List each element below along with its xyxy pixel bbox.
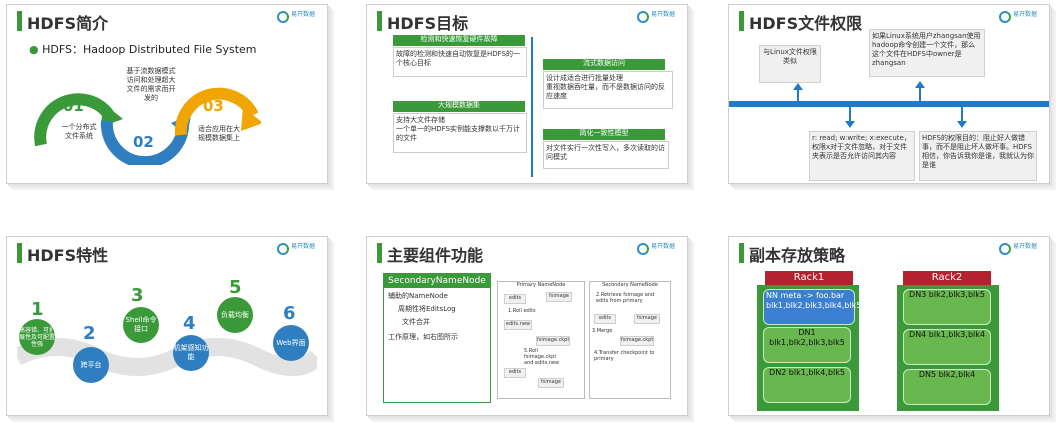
- file-box: edits: [594, 314, 616, 324]
- title-accent: [739, 11, 744, 31]
- wave-band: [17, 338, 317, 376]
- step-number: 02: [133, 133, 154, 151]
- feature-number: 4: [183, 313, 196, 334]
- slide-hdfs-goals[interactable]: HDFS目标 易开数据 检测和快速恢复硬件故障 故障的检测和快速自动恢复是HDF…: [366, 4, 688, 184]
- arrow-up-icon: [915, 81, 925, 88]
- logo: 易开数据: [999, 11, 1041, 25]
- goal-list: 设计成适合进行批量处理 重视数据吞吐量，而不是数据访问的反应速度: [543, 71, 673, 109]
- snn-panel: SecondaryNameNode 辅助的NameNode 周期性将EditsL…: [383, 273, 491, 403]
- slide-hdfs-intro[interactable]: HDFS简介 易开数据 ● HDFS：Hadoop Distributed Fi…: [6, 4, 328, 184]
- feature-circle: 机架感知功能: [173, 335, 209, 371]
- title-accent: [377, 243, 382, 263]
- step-text: 一个分布式文件系统: [61, 123, 97, 140]
- step-text: 适合应用在大规模数据集上: [198, 125, 240, 142]
- file-box: fsimage.ckpt: [536, 336, 570, 346]
- step-label: 5.Roll fsimage.ckpt and edits.new: [524, 348, 560, 366]
- logo: 易开数据: [277, 243, 319, 257]
- slide-replica-placement[interactable]: 副本存放策略 易开数据 Rack1 NN meta -> foo.bar blk…: [728, 236, 1050, 416]
- feature-circle: 跨平台: [73, 347, 109, 383]
- rack-label: Rack1: [765, 271, 853, 285]
- title-accent: [377, 11, 382, 31]
- primary-namenode: Primary NameNode edits fsimage 1.Roll ed…: [497, 281, 585, 399]
- slide-title: HDFS特性: [27, 246, 109, 265]
- goal-header: 大规模数据集: [393, 101, 525, 112]
- step-label: 3.Merge: [592, 328, 613, 334]
- goal-text: 故障的检测和快速自动恢复是HDFS的一个核心目标: [393, 47, 527, 77]
- datanode: DN1 blk1,blk2,blk3,blk5: [763, 327, 851, 363]
- feature-circle: 负载均衡: [217, 297, 253, 333]
- feature-number: 2: [83, 323, 96, 344]
- goal-header: 简化一致性模型: [543, 129, 665, 140]
- feature-number: 3: [131, 285, 144, 306]
- slide-title: HDFS目标: [387, 14, 469, 33]
- logo-icon: [277, 11, 289, 23]
- slide-title: 副本存放策略: [749, 246, 846, 265]
- file-box: edits: [504, 294, 526, 304]
- slide-components[interactable]: 主要组件功能 易开数据 SecondaryNameNode 辅助的NameNod…: [366, 236, 688, 416]
- logo: 易开数据: [637, 11, 679, 25]
- subtitle: ● HDFS：Hadoop Distributed File System: [29, 43, 257, 56]
- logo-icon: [277, 243, 289, 255]
- permission-note: r: read; w:write; x:execute，权限x对于文件忽略，对于…: [809, 131, 915, 181]
- logo-icon: [999, 11, 1011, 23]
- file-box: fsimage: [634, 314, 660, 324]
- namenode-meta: NN meta -> foo.bar blk1,blk2,blk3,blk4,b…: [763, 289, 861, 325]
- title-accent: [739, 243, 744, 263]
- secondary-namenode: Secondary NameNode 2.Retrieve fsimage an…: [589, 281, 671, 399]
- timeline: [531, 37, 533, 177]
- feature-number: 1: [31, 299, 44, 320]
- title-accent: [17, 11, 22, 31]
- feature-circle: Web界面: [273, 325, 309, 361]
- slide-hdfs-permissions[interactable]: HDFS文件权限 易开数据 与Linux文件权限类似 如果Linux系统用户zh…: [728, 4, 1050, 184]
- permission-note: 如果Linux系统用户zhangsan使用hadoop命令创建一个文件，那么这个…: [869, 29, 985, 77]
- step-label: 2.Retrieve fsimage and edits from primar…: [596, 292, 655, 304]
- datanode: DN5 blk2,blk4: [903, 369, 991, 405]
- goal-list: 支持大文件存储 一个单一的HDFS实例能支撑数以千万计的文件: [393, 113, 527, 153]
- goal-header: 检测和快速恢复硬件故障: [393, 35, 525, 46]
- datanode: DN4 blk1,blk3,blk4: [903, 329, 991, 365]
- logo-icon: [637, 243, 649, 255]
- rack-label: Rack2: [903, 271, 991, 285]
- timeline-bar: [729, 101, 1049, 107]
- feature-circle: 高容错、可扩展性及可配置性强: [19, 319, 55, 355]
- step-number: 03: [203, 97, 224, 115]
- arrow-down-icon: [957, 121, 967, 128]
- logo-icon: [999, 243, 1011, 255]
- file-box: fsimage: [538, 378, 564, 388]
- arrow-up-icon: [793, 83, 803, 90]
- permission-note: 与Linux文件权限类似: [759, 45, 821, 83]
- logo: 易开数据: [277, 11, 319, 25]
- logo: 易开数据: [637, 243, 679, 257]
- logo-icon: [637, 11, 649, 23]
- step-label: 1.Roll edits: [508, 308, 536, 314]
- slide-hdfs-features[interactable]: HDFS特性 易开数据 1 高容错、可扩展性及可配置性强 2 跨平台 3 She…: [6, 236, 328, 416]
- goal-header: 流式数据访问: [543, 59, 665, 70]
- permission-note: HDFS的权限目的：阻止好人做错事，而不是阻止坏人做坏事。HDFS相信，你告诉我…: [919, 131, 1037, 181]
- feature-number: 5: [229, 277, 242, 298]
- file-box: edits: [504, 368, 526, 378]
- file-box: edits.new: [504, 320, 532, 330]
- feature-number: 6: [283, 303, 296, 324]
- step-label: 4.Transfer checkpoint to primary: [594, 350, 655, 362]
- snn-bullets: 辅助的NameNode 周期性将EditsLog 文件合并 工作原理，如右图所示: [388, 292, 458, 341]
- datanode: DN2 blk1,blk4,blk5: [763, 367, 851, 403]
- arrow-down-icon: [845, 121, 855, 128]
- title-accent: [17, 243, 22, 263]
- arc-diagram: [34, 87, 261, 165]
- slide-title: HDFS简介: [27, 14, 109, 33]
- goal-text: 对文件实行一次性写入，多次读取的访问模式: [543, 141, 669, 169]
- datanode: DN3 blk2,blk3,blk5: [903, 289, 991, 325]
- logo: 易开数据: [999, 243, 1041, 257]
- snn-title: SecondaryNameNode: [384, 274, 490, 288]
- step-number: 01: [63, 97, 84, 115]
- step-text: 基于流数据模式访问和处理超大文件的需求而开发的: [126, 67, 176, 102]
- file-box: fsimage.ckpt: [620, 336, 654, 346]
- feature-circle: Shell命令接口: [123, 307, 159, 343]
- slide-title: 主要组件功能: [387, 246, 484, 265]
- file-box: fsimage: [546, 292, 572, 302]
- slide-title: HDFS文件权限: [749, 14, 863, 33]
